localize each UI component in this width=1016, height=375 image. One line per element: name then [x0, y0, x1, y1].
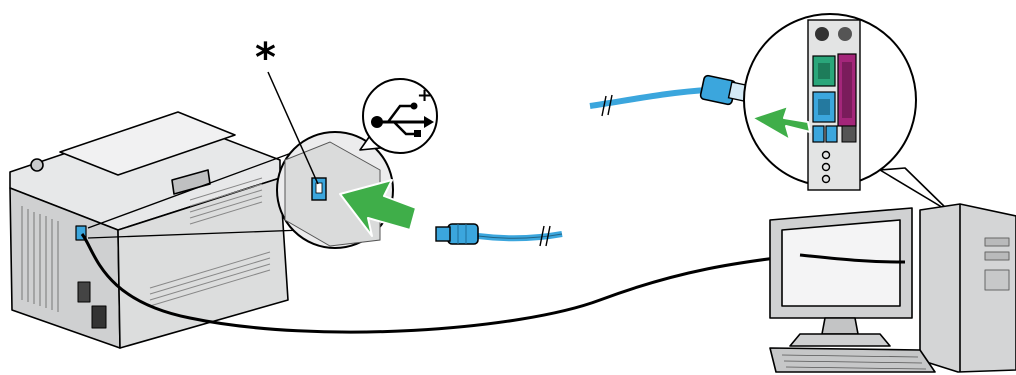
zoom-leader-lines — [87, 147, 306, 239]
callout-asterisk: * — [255, 35, 276, 81]
usb-cable-computer-end — [589, 74, 753, 117]
computer-icon — [769, 203, 1016, 373]
printer-to-computer-cable — [80, 233, 801, 334]
printer-icon — [9, 111, 289, 349]
asterisk-pointer-line — [267, 71, 319, 185]
usb-symbol-icon: + — [359, 78, 438, 154]
cable-to-tower — [799, 253, 906, 264]
computer-port-zoom — [743, 13, 951, 213]
svg-text:+: + — [417, 85, 432, 106]
green-arrow-icon — [339, 179, 417, 237]
usb-cable-icon — [435, 223, 563, 247]
printer-port-zoom — [276, 131, 394, 249]
green-arrow-computer-icon — [751, 105, 811, 141]
